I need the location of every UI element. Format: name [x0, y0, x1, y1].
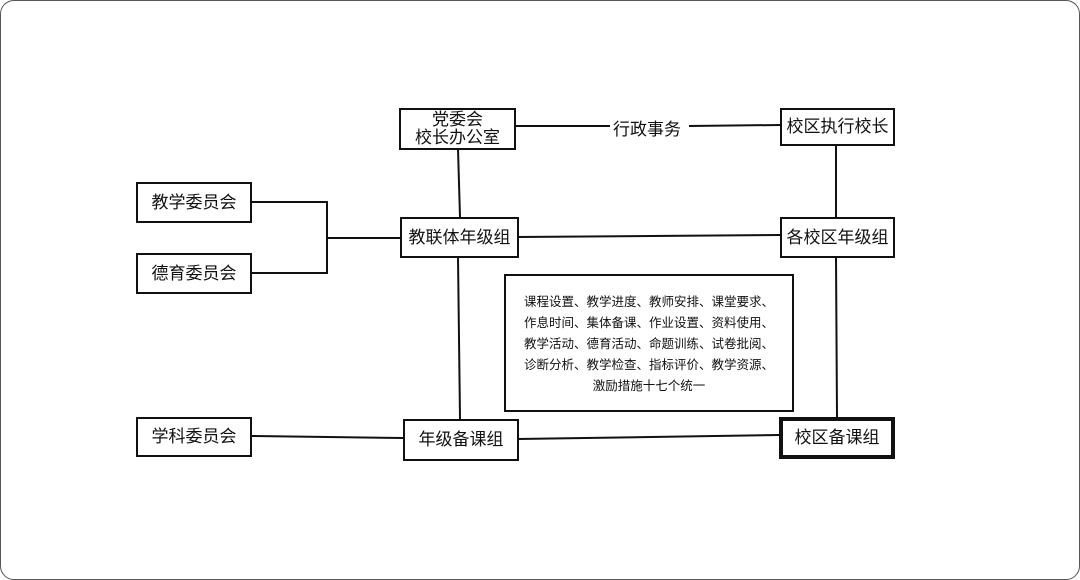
note-line: 激励措施十七个统一 [592, 377, 706, 393]
line-label-to-principal [688, 124, 781, 127]
unification-note: 课程设置、教学进度、教师安排、课堂要求、 作息时间、集体备课、作业设置、资料使用… [504, 274, 794, 412]
note-line: 教学活动、德育活动、命题训练、试卷批阅、 [523, 335, 774, 351]
note-line: 课程设置、教学进度、教师安排、课堂要求、 [523, 293, 774, 309]
campus-principal-node: 校区执行校长 [780, 108, 895, 146]
line-joint-to-grade-prep [457, 256, 461, 420]
line-party-to-joint [457, 148, 461, 218]
note-line: 作息时间、集体备课、作业设置、资料使用、 [523, 314, 774, 330]
grade-prep-group-node: 年级备课组 [403, 419, 519, 461]
moral-committee-node: 德育委员会 [136, 253, 252, 294]
line-campus-grade-to-campus-prep [835, 256, 838, 418]
campus-prep-group-node: 校区备课组 [779, 417, 895, 459]
party-office-node: 党委会 校长办公室 [399, 108, 516, 150]
subject-committee-node: 学科委员会 [136, 417, 252, 457]
campus-grade-group-node: 各校区年级组 [780, 217, 895, 258]
party-line-1: 党委会 [432, 110, 483, 130]
note-line: 诊断分析、教学检查、指标评价、教学资源、 [523, 356, 774, 372]
teaching-committee-node: 教学委员会 [136, 182, 252, 223]
party-line-2: 校长办公室 [415, 128, 500, 148]
joint-grade-group-node: 教联体年级组 [400, 217, 519, 258]
line-subject-to-grade-prep [250, 435, 404, 439]
bracket-committees [251, 201, 328, 274]
edge-label-admin: 行政事务 [610, 115, 684, 140]
line-joint-to-campus-grade [517, 234, 781, 238]
line-grade-prep-to-campus-prep [517, 434, 780, 440]
